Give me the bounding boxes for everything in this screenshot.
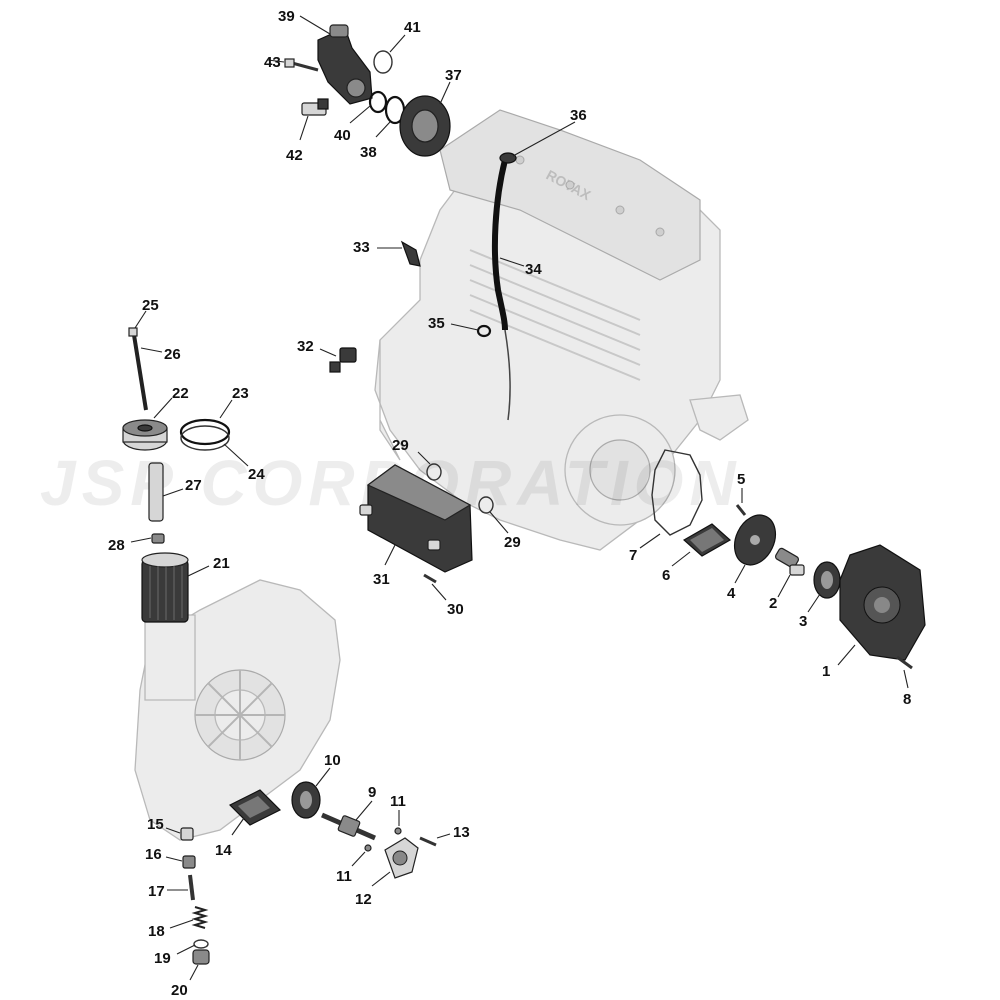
part-dipstick-tube — [491, 152, 517, 421]
callout-43: 43 — [264, 54, 281, 71]
part-thermostat-housing — [317, 24, 373, 105]
callout-10: 10 — [324, 752, 341, 769]
part-sensor-33 — [400, 240, 421, 267]
callout-11-bottom: 11 — [336, 868, 352, 885]
callout-17: 17 — [148, 883, 165, 900]
callout-20: 20 — [171, 982, 188, 999]
callout-27: 27 — [185, 477, 202, 494]
part-cover-12 — [384, 837, 419, 879]
callout-23: 23 — [232, 385, 249, 402]
callout-1: 1 — [822, 663, 830, 680]
part-strainer-14 — [228, 789, 282, 826]
callout-25: 25 — [142, 297, 159, 314]
part-gear-10 — [291, 781, 321, 819]
part-washer-19 — [193, 939, 209, 949]
part-valve-15 — [180, 827, 194, 841]
part-gasket-7 — [651, 449, 703, 536]
part-bolt-26 — [128, 327, 148, 411]
part-shaft-2 — [774, 547, 805, 576]
callout-19: 19 — [154, 950, 171, 967]
callout-38: 38 — [360, 144, 377, 161]
callout-33: 33 — [353, 239, 370, 256]
callout-28: 28 — [108, 537, 125, 554]
callout-2: 2 — [769, 595, 777, 612]
callout-22: 22 — [172, 385, 189, 402]
part-plate-4 — [733, 514, 777, 566]
part-oil-cooler-31 — [359, 464, 473, 573]
callout-14: 14 — [215, 842, 232, 859]
callout-29-lower: 29 — [504, 534, 521, 551]
callout-6: 6 — [662, 567, 670, 584]
callout-15: 15 — [147, 816, 164, 833]
callout-35: 35 — [428, 315, 445, 332]
callout-4: 4 — [727, 585, 736, 602]
callout-42: 42 — [286, 147, 303, 164]
callout-41: 41 — [404, 19, 421, 36]
callout-24: 24 — [248, 466, 265, 483]
callout-8: 8 — [903, 691, 911, 708]
callout-37: 37 — [445, 67, 462, 84]
engine-block: ROTAX — [374, 109, 749, 551]
callout-7: 7 — [629, 547, 637, 564]
callout-16: 16 — [145, 846, 162, 863]
callout-39: 39 — [278, 8, 295, 25]
callout-26: 26 — [164, 346, 181, 363]
part-o-ring-29b — [478, 496, 494, 514]
callout-3: 3 — [799, 613, 807, 630]
part-screw-8 — [896, 655, 913, 670]
callout-21: 21 — [213, 555, 230, 572]
part-screw-13 — [419, 836, 437, 847]
part-screw-30 — [423, 573, 437, 584]
part-plug-32 — [329, 347, 357, 373]
callout-31: 31 — [373, 571, 390, 588]
part-o-ring-41 — [373, 50, 393, 74]
part-o-ring-29a — [426, 463, 442, 481]
callouts: 1 2 3 4 5 6 7 8 9 10 11 11 12 — [108, 8, 911, 999]
part-spring-18 — [191, 906, 209, 929]
callout-13: 13 — [453, 824, 470, 841]
part-cover-37 — [399, 95, 451, 157]
part-filter-cap-22 — [122, 419, 168, 451]
part-strainer-6 — [682, 523, 732, 557]
part-gear-3 — [813, 561, 841, 599]
part-sensor-42 — [301, 98, 329, 116]
part-tube-27 — [148, 462, 164, 522]
part-screw-43 — [284, 58, 319, 72]
callout-40: 40 — [334, 127, 351, 144]
part-o-ring-35 — [476, 324, 492, 338]
callout-36: 36 — [570, 107, 587, 124]
callout-12: 12 — [355, 891, 372, 908]
lower-crankcase — [134, 579, 341, 841]
part-o-ring-23 — [179, 418, 231, 451]
callout-5: 5 — [737, 471, 745, 488]
part-pin-17 — [188, 874, 195, 901]
part-pin-11a — [394, 827, 402, 835]
part-plug-20 — [192, 949, 210, 965]
callout-30: 30 — [447, 601, 464, 618]
part-shaft-9 — [321, 812, 376, 841]
part-pin-11b — [364, 844, 372, 852]
part-pump-cover-1 — [839, 544, 926, 661]
callout-32: 32 — [297, 338, 314, 355]
callout-11-top: 11 — [390, 793, 406, 810]
part-oil-filter-21 — [141, 552, 189, 623]
callout-34: 34 — [525, 261, 542, 278]
part-seal-40 — [368, 90, 388, 114]
part-valve-16 — [182, 855, 196, 869]
callout-9: 9 — [368, 784, 376, 801]
callout-18: 18 — [148, 923, 165, 940]
part-screw-5 — [735, 504, 747, 516]
part-nut-28 — [151, 533, 165, 544]
callout-29-upper: 29 — [392, 437, 409, 454]
